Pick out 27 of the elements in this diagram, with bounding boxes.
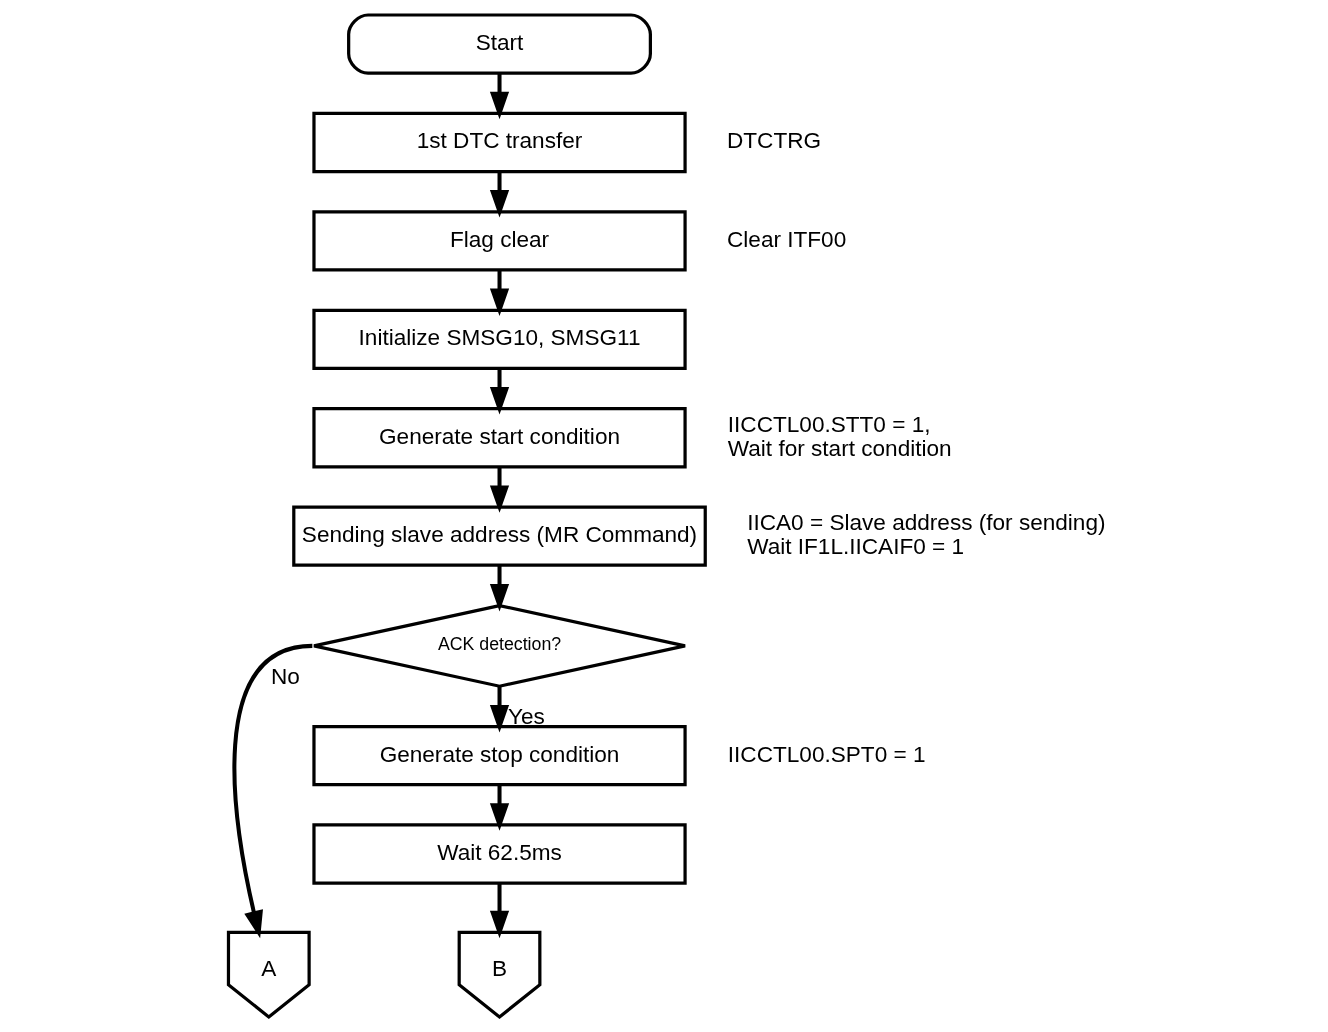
node-box: Wait 62.5ms: [311, 823, 687, 885]
node-box: Initialize SMSG10, SMSG11: [311, 308, 687, 370]
node-diamond: ACK detection?: [311, 603, 687, 688]
node-box: Flag clear: [311, 210, 687, 272]
node-label: IICCTL00.SPT0 = 1: [727, 741, 925, 767]
node-box: Start: [346, 13, 652, 75]
node-box: Generate stop condition: [311, 724, 687, 787]
arrow: [489, 270, 509, 316]
arrow: [489, 73, 509, 120]
node-label: Wait for start condition: [727, 435, 952, 461]
arrow: [489, 466, 509, 513]
arrow: [489, 368, 509, 415]
node-label: IICA0 = Slave address (for sending): [746, 510, 1105, 536]
node-label: Clear ITF00: [726, 226, 846, 252]
edge-label: No: [270, 664, 300, 690]
arrow: [489, 784, 509, 831]
arrow: [489, 565, 509, 612]
arrow: [489, 171, 509, 218]
node-label: Wait IF1L.IICAIF0 = 1: [746, 534, 964, 560]
node-label: IICCTL00.STT0 = 1,: [727, 411, 930, 437]
node-box: 1st DTC transfer: [311, 111, 687, 174]
node-label: DTCTRG: [726, 128, 821, 154]
arrow: [489, 883, 509, 939]
node-box: Sending slave address (MR Command): [291, 505, 707, 567]
arrow: [232, 643, 313, 939]
arrow: [489, 686, 509, 733]
node-box: Generate start condition: [311, 407, 687, 469]
